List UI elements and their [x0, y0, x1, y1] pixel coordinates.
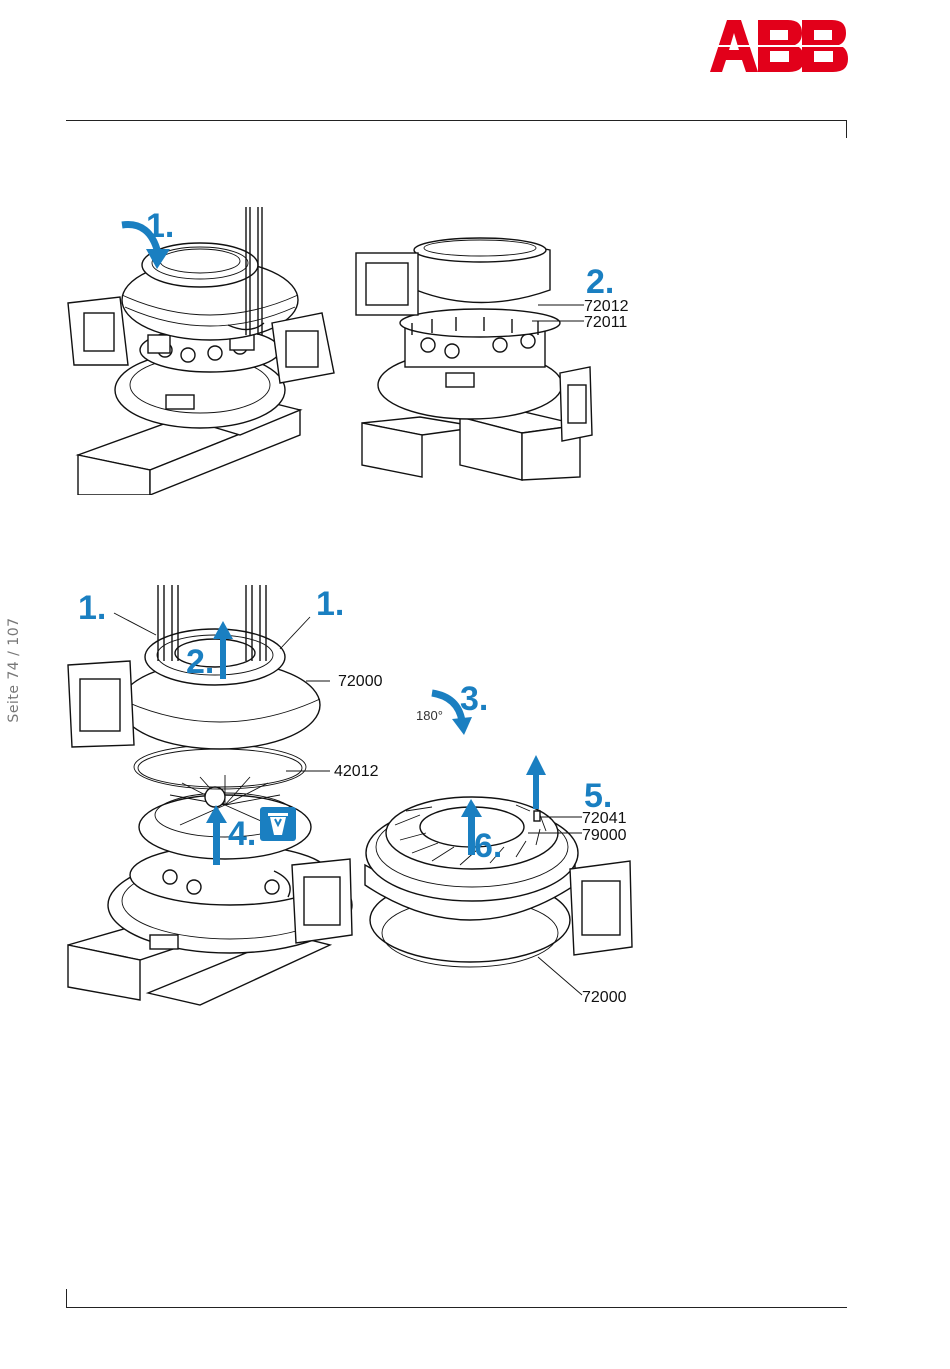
- ref-72000-bottom: 72000: [582, 989, 627, 1006]
- ref-72041: 72041: [582, 810, 627, 827]
- footer-rule-tick: [66, 1289, 67, 1308]
- page-number: Seite 74 / 107: [6, 615, 22, 725]
- step-label-2: 2.: [586, 263, 614, 301]
- ref-72012: 72012: [584, 298, 629, 315]
- step-label-2: 2.: [186, 643, 214, 681]
- footer-rule: [66, 1307, 847, 1308]
- step-label-1: 1.: [146, 207, 174, 245]
- step-label-1a: 1.: [78, 589, 106, 627]
- step-label-3: 3.: [460, 680, 488, 718]
- header-rule: [66, 120, 847, 121]
- step-label-6: 6.: [474, 827, 502, 865]
- ref-72011: 72011: [584, 314, 627, 331]
- ref-79000: 79000: [582, 827, 627, 844]
- abb-logo: [710, 20, 848, 72]
- step-label-1b: 1.: [316, 585, 344, 623]
- turbocharger-left: [68, 207, 334, 428]
- figure-disassembly-bottom: 1. 1. 2. 4. 72000 42012 3. 180°: [60, 575, 640, 1015]
- ref-72000-top: 72000: [338, 673, 383, 690]
- turbocharger-right: [356, 238, 592, 480]
- lift-arrow-5: [526, 755, 546, 809]
- rotation-angle: 180°: [416, 708, 443, 723]
- step-label-4: 4.: [228, 815, 256, 853]
- header-rule-tick: [846, 120, 847, 138]
- recycle-bin-icon: [260, 807, 296, 841]
- figure-disassembly-top: 1.: [60, 195, 640, 495]
- ref-42012: 42012: [334, 763, 379, 780]
